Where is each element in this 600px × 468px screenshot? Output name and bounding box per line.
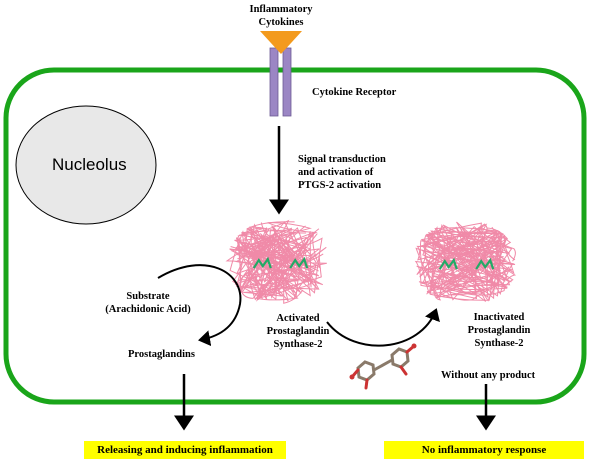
no-product-label: Without any product [441, 370, 536, 381]
protein-ribbon [418, 228, 516, 300]
protein-ribbon [241, 225, 319, 300]
outcome-inflammation-box: Releasing and inducing inflammation [84, 441, 286, 459]
substrate-label-line2: (Arachidonic Acid) [105, 304, 191, 315]
signal-label: Signal transduction and activation of PT… [298, 153, 386, 192]
activated-enzyme-structure [225, 219, 327, 304]
inactivated-label-line1: Inactivated [473, 312, 525, 323]
protein-ribbon [415, 228, 514, 301]
signal-label-line1: Signal transduction [298, 154, 386, 165]
cytokine-receptor [269, 47, 292, 117]
activated-label-line3: Synthase-2 [273, 339, 323, 350]
cytokines-label-line1: Inflammatory [249, 4, 313, 15]
signal-label-line2: and activation of [298, 167, 374, 178]
inhibition-arrow [326, 308, 440, 347]
cell-membrane [3, 67, 587, 405]
substrate-label-line1: Substrate [126, 291, 170, 302]
bound-ligand [252, 256, 272, 269]
protein-ribbon [234, 227, 318, 302]
protein-ribbon [419, 223, 510, 289]
signal-label-line3: PTGS-2 activation [298, 180, 382, 191]
nucleolus [15, 105, 157, 225]
bound-ligand [289, 256, 309, 269]
receptor-label-text: Cytokine Receptor [312, 87, 397, 98]
substrate-label: Substrate (Arachidonic Acid) [92, 290, 204, 316]
cytokines-label-line2: Cytokines [258, 17, 304, 28]
activated-label-line1: Activated [276, 313, 320, 324]
receptor-label: Cytokine Receptor [312, 86, 396, 99]
cytokine-ligand-icon [260, 31, 302, 54]
cytokines-label: Inflammatory Cytokines [245, 3, 317, 29]
outcome-no-response-box: No inflammatory response [384, 441, 584, 459]
protein-ribbon [422, 226, 508, 301]
activated-enzyme-label: Activated Prostaglandin Synthase-2 [250, 312, 346, 351]
inactivated-label-line3: Synthase-2 [474, 338, 524, 349]
bound-ligand [475, 257, 495, 270]
inhibitor-molecule-icon [349, 343, 417, 390]
inactivated-enzyme-label: Inactivated Prostaglandin Synthase-2 [451, 311, 547, 350]
substrate-conversion-arrow [157, 264, 242, 347]
inactivated-enzyme-structure [414, 221, 517, 302]
bound-ligand [438, 257, 458, 270]
activated-label-line2: Prostaglandin [266, 326, 330, 337]
inactivated-label-line2: Prostaglandin [467, 325, 531, 336]
prostaglandins-label: Prostaglandins [128, 349, 195, 360]
nucleolus-label: Nucleolus [52, 155, 127, 174]
